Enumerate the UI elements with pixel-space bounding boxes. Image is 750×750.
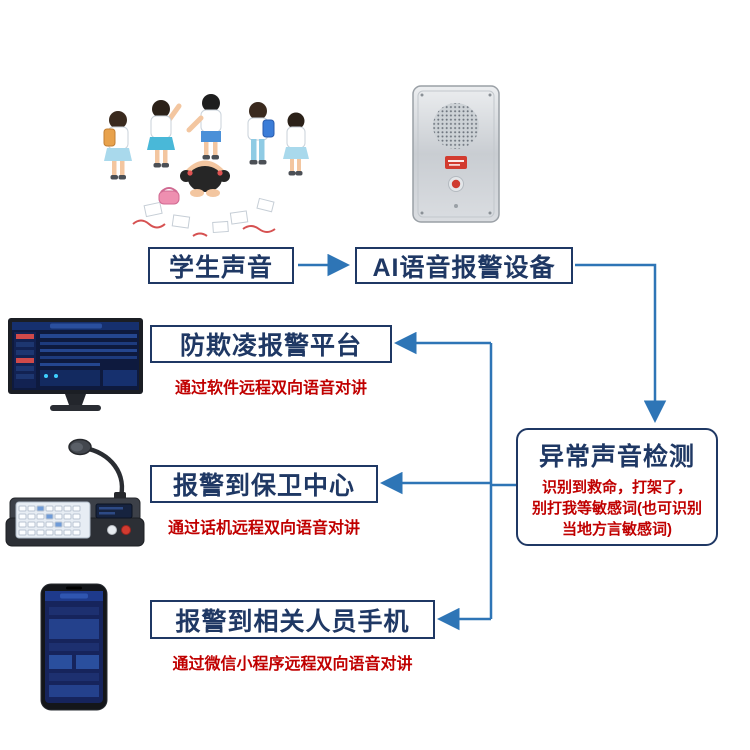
node-ai-alarm-device-label: AI语音报警设备 — [372, 253, 556, 282]
detection-keywords-line: 识别到救命，打架了， — [541, 479, 692, 496]
arrow-device-to-detection — [575, 263, 667, 423]
detection-keywords-line: 别打我等敏感词(也可识别 — [532, 500, 702, 517]
node-abnormal-sound-detection: 异常声音检测 识别到救命，打架了， 别打我等敏感词(也可识别 当地方言敏感词) — [516, 428, 718, 546]
caption-security-center: 通过话机远程双向语音对讲 — [167, 520, 360, 537]
scattered-items — [143, 197, 275, 234]
node-student-voice: 学生声音 — [148, 247, 294, 284]
alarm-call-button — [448, 176, 464, 192]
node-security-center: 报警到保卫中心 — [150, 465, 378, 503]
pink-schoolbag — [158, 187, 180, 205]
node-personnel-mobile: 报警到相关人员手机 — [150, 600, 435, 639]
detection-keywords-note: 识别到救命，打架了， 别打我等敏感词(也可识别 当地方言敏感词) — [532, 477, 702, 540]
monitor-stand — [65, 394, 86, 405]
mic-hole — [454, 204, 458, 208]
node-personnel-mobile-label: 报警到相关人员手机 — [175, 607, 410, 636]
red-scribbles — [132, 219, 276, 237]
caption-platform: 通过软件远程双向语音对讲 — [174, 380, 367, 397]
paging-console-image — [4, 426, 146, 559]
node-ai-alarm-device: AI语音报警设备 — [355, 247, 573, 284]
console-button-red — [121, 525, 131, 535]
node-anti-bullying-platform: 防欺凌报警平台 — [150, 325, 392, 363]
student-figure — [103, 111, 132, 180]
detection-keywords-line: 当地方言敏感词) — [562, 521, 672, 538]
node-student-voice-label: 学生声音 — [168, 253, 273, 282]
bullying-illustration — [93, 64, 318, 244]
student-figure — [247, 102, 275, 165]
alarm-device-image — [411, 84, 501, 224]
student-figure — [283, 112, 309, 176]
console-button-white — [107, 525, 117, 535]
node-anti-bullying-platform-label: 防欺凌报警平台 — [179, 332, 362, 360]
caption-personnel-mobile: 通过微信小程序远程双向语音对讲 — [172, 656, 413, 673]
student-figure — [186, 94, 222, 160]
device-label — [445, 156, 467, 169]
crouched-girl-figure — [180, 160, 230, 197]
keypad-keys — [18, 505, 81, 536]
student-figure — [147, 100, 182, 168]
monitor-image — [8, 318, 143, 414]
node-abnormal-sound-detection-label: 异常声音检测 — [538, 443, 695, 471]
smartphone-image — [40, 583, 108, 711]
node-security-center-label: 报警到保卫中心 — [172, 472, 355, 500]
